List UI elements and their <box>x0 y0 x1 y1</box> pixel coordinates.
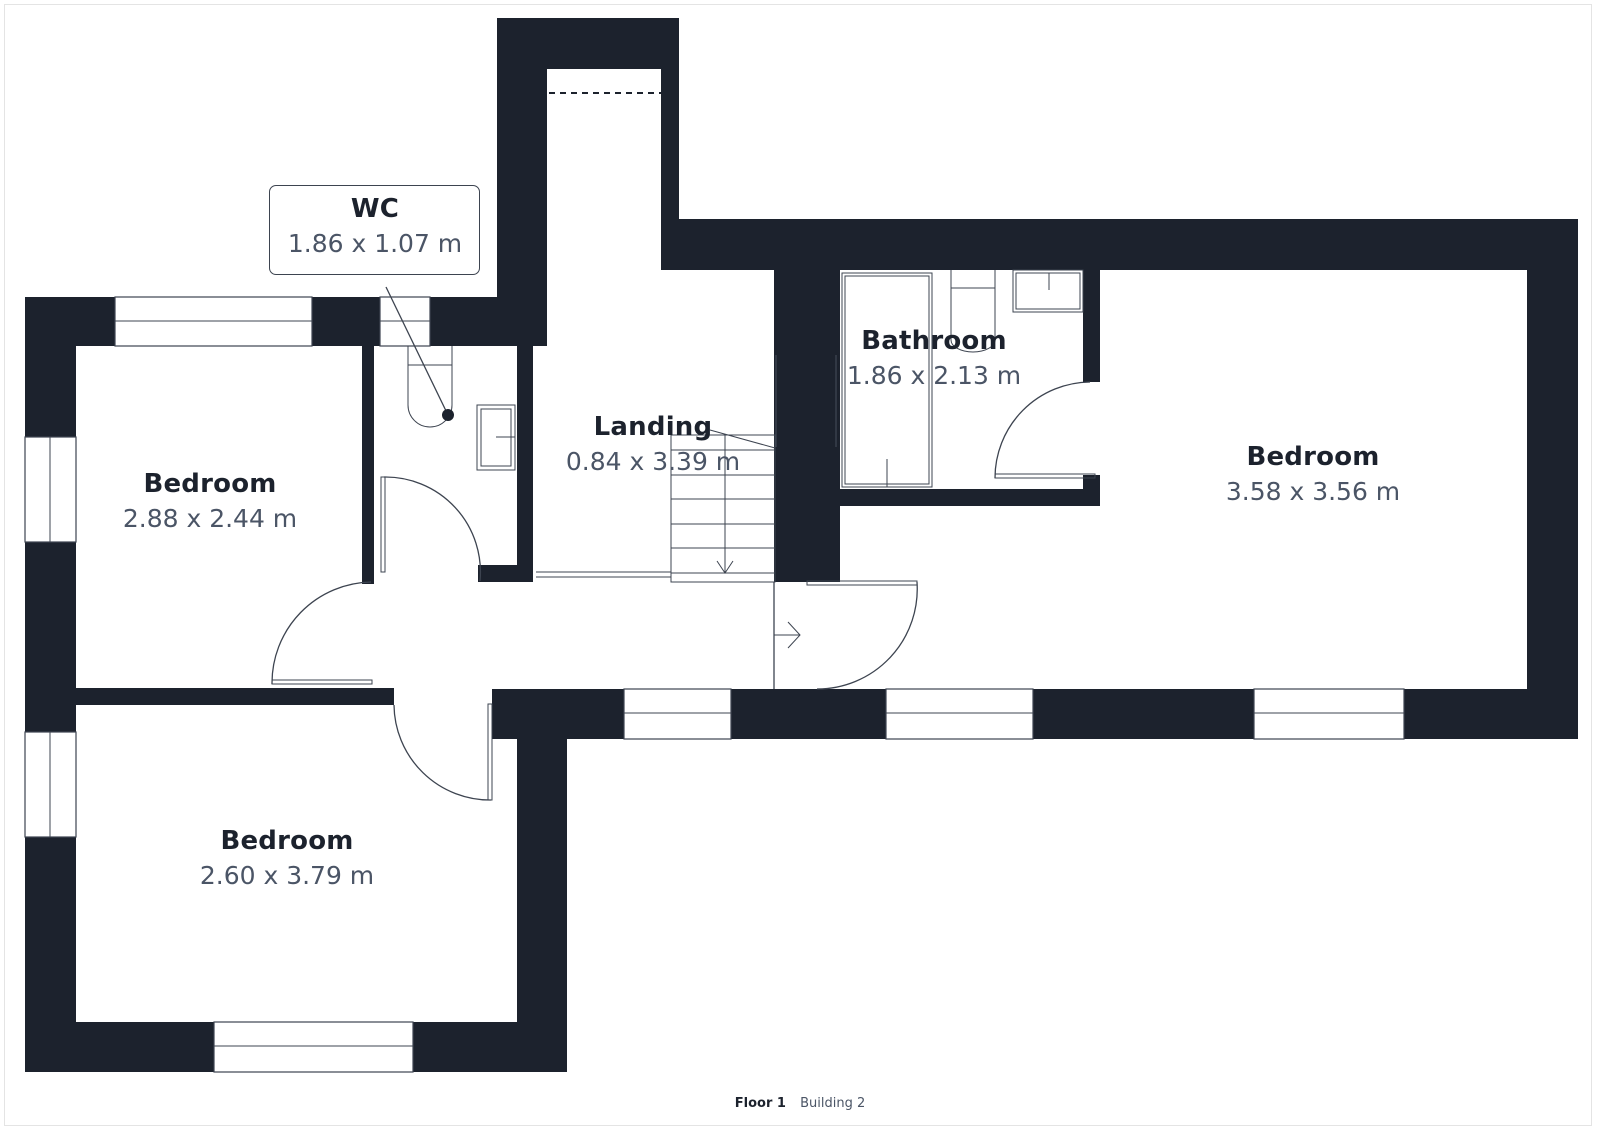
room-label-bedroom-2: Bedroom 3.58 x 3.56 m <box>1226 440 1400 510</box>
toilet-icon <box>950 270 996 353</box>
window-icon <box>885 688 1034 740</box>
door-swing-icon <box>271 581 373 685</box>
window-icon <box>623 688 732 740</box>
room-dimensions: 0.84 x 3.39 m <box>565 447 741 476</box>
room-dimensions: 1.86 x 1.07 m <box>287 229 463 258</box>
window-icon <box>213 1021 414 1073</box>
windows <box>24 296 1405 1073</box>
door-swing-icon <box>994 381 1096 479</box>
floor-label: Floor 1 <box>734 1096 786 1111</box>
room-dimensions: 2.88 x 2.44 m <box>122 504 298 533</box>
window-icon <box>1253 688 1405 740</box>
room-name: Bedroom <box>1246 442 1380 472</box>
door-swing-icon <box>393 703 493 801</box>
stairs-icon <box>536 429 776 583</box>
wc-callout-pointer <box>385 286 449 416</box>
window-icon <box>114 296 313 347</box>
room-dimensions: 2.60 x 3.79 m <box>199 861 375 890</box>
room-name: Landing <box>593 412 713 442</box>
floor-caption: Floor 1 Building 2 <box>0 1096 1600 1111</box>
room-label-wc: WC 1.86 x 1.07 m <box>288 192 462 262</box>
doors <box>271 355 1096 801</box>
window-icon <box>24 436 77 543</box>
building-label: Building 2 <box>800 1096 866 1111</box>
page-frame <box>4 4 1592 1126</box>
room-name: Bedroom <box>143 469 277 499</box>
room-name: Bathroom <box>861 326 1007 356</box>
walls <box>25 18 1578 1072</box>
window-icon <box>24 731 77 838</box>
entry-arrow-icon <box>774 621 801 649</box>
room-dimensions: 3.58 x 3.56 m <box>1225 477 1401 506</box>
sink-icon <box>476 404 516 471</box>
room-dimensions: 1.86 x 2.13 m <box>846 361 1022 390</box>
wc-callout-box <box>269 185 480 275</box>
sink-icon <box>1012 269 1084 313</box>
bathtub-icon <box>841 272 933 488</box>
door-swing-icon <box>380 476 482 582</box>
door-swing-icon <box>806 580 918 690</box>
callout-dot-icon <box>442 409 454 421</box>
room-label-bedroom-3: Bedroom 2.60 x 3.79 m <box>200 824 374 894</box>
room-name: Bedroom <box>220 826 354 856</box>
stairs-down-arrow-icon <box>716 560 734 574</box>
room-name: WC <box>350 194 400 224</box>
room-label-bathroom: Bathroom 1.86 x 2.13 m <box>847 324 1021 394</box>
window-icon <box>379 296 431 347</box>
room-label-bedroom-1: Bedroom 2.88 x 2.44 m <box>123 467 297 537</box>
room-label-landing: Landing 0.84 x 3.39 m <box>566 410 740 480</box>
